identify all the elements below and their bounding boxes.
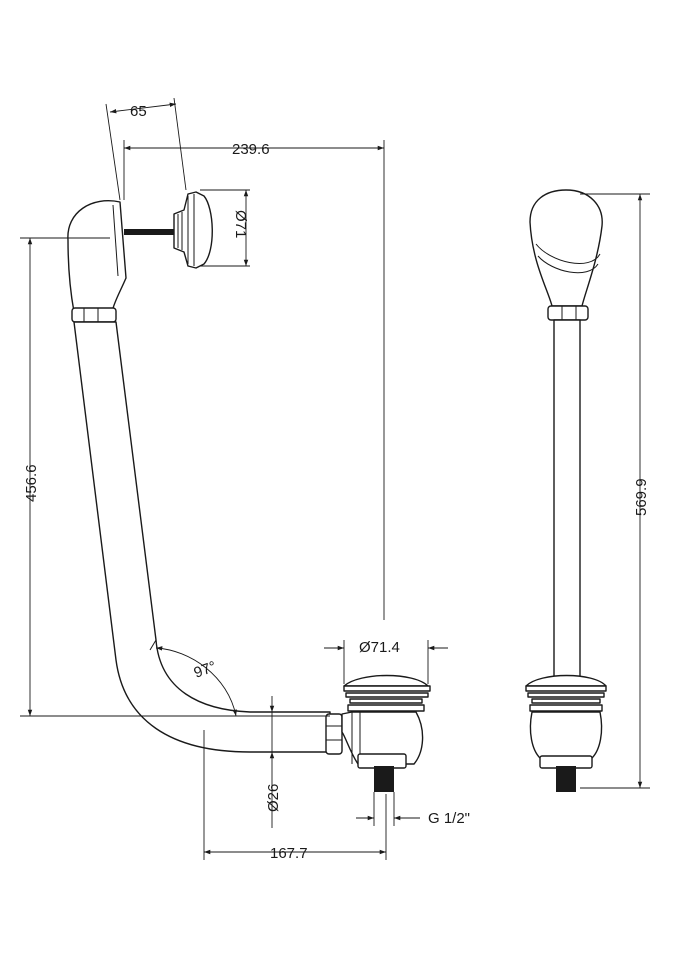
front-overflow-head — [529, 189, 603, 307]
dim-label-dia-26: Ø26 — [265, 784, 282, 812]
dim-label-g-1-2: G 1/2" — [428, 810, 470, 827]
overflow-cover — [173, 191, 213, 269]
dim-label-167-7: 167.7 — [270, 845, 308, 862]
dimension-labels: 65 239.6 Ø71 456.6 97° Ø71.4 Ø26 G 1/2" … — [23, 103, 650, 862]
dim-label-dia-71: Ø71 — [232, 210, 249, 238]
waste-lower-collar — [357, 753, 407, 769]
dim-label-97-deg: 97° — [192, 658, 219, 682]
waste-body — [341, 711, 424, 765]
front-overflow-nut — [547, 305, 589, 321]
front-threaded-tail — [556, 766, 576, 792]
overflow-nut — [71, 307, 117, 323]
overflow-head — [67, 200, 127, 313]
front-plug-cap — [525, 674, 607, 687]
overflow-cable — [124, 229, 176, 235]
waste-pipe — [73, 321, 331, 753]
pipe-coupling-nut — [325, 713, 343, 755]
plug-cap — [343, 674, 429, 687]
dim-label-239-6: 239.6 — [232, 141, 270, 158]
dim-label-65: 65 — [130, 103, 147, 120]
dimension-lines — [20, 97, 650, 860]
side-view — [67, 191, 431, 792]
front-view — [525, 189, 607, 792]
front-pipe — [553, 319, 581, 681]
front-waste-body — [529, 711, 603, 759]
dim-label-456-6: 456.6 — [23, 464, 40, 502]
threaded-tail — [374, 766, 394, 792]
dim-label-dia-71-4: Ø71.4 — [359, 639, 400, 656]
dim-label-569-9: 569.9 — [633, 478, 650, 516]
